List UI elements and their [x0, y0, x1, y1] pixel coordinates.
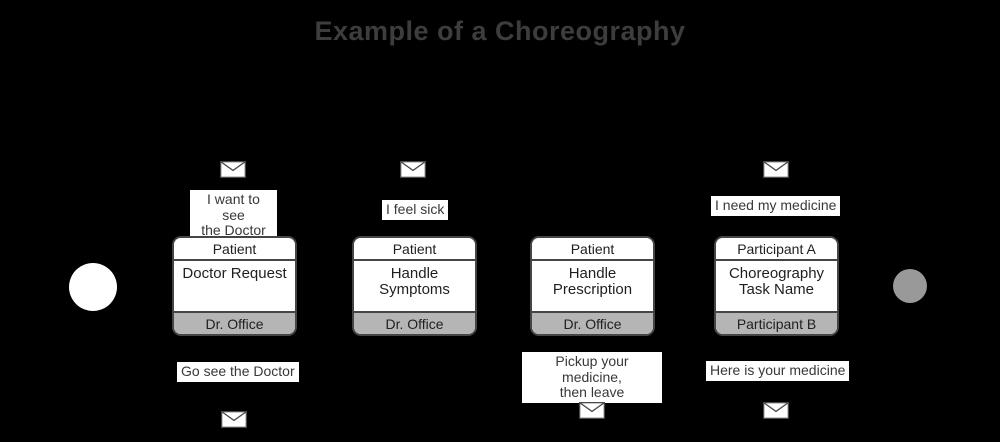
message-label: Pickup your medicine, then leave [522, 352, 662, 403]
message-envelope-icon [762, 401, 790, 419]
task-initiator-band: Patient [174, 238, 295, 261]
task-name: Doctor Request [182, 265, 287, 282]
task-handle-symptoms: Patient Handle Symptoms Dr. Office [352, 236, 477, 336]
task-doctor-request: Patient Doctor Request Dr. Office [172, 236, 297, 336]
message-label: I feel sick [382, 200, 449, 220]
message-envelope-icon [762, 160, 790, 178]
task-initiator-band: Patient [532, 238, 653, 261]
task-receiver-band: Participant B [716, 311, 837, 334]
message-envelope-icon [219, 160, 247, 178]
task-handle-prescription: Patient Handle Prescription Dr. Office [530, 236, 655, 336]
message-envelope-icon [399, 160, 427, 178]
task-name: Handle Symptoms [379, 265, 450, 298]
message-envelope-icon [220, 410, 248, 428]
message-label: I need my medicine [711, 196, 841, 216]
task-choreography-task-name: Participant A Choreography Task Name Par… [714, 236, 839, 336]
task-receiver-band: Dr. Office [532, 311, 653, 334]
task-receiver-band: Dr. Office [354, 311, 475, 334]
task-name: Handle Prescription [552, 265, 633, 298]
task-initiator-band: Patient [354, 238, 475, 261]
message-label: Go see the Doctor [177, 362, 299, 382]
task-initiator-band: Participant A [716, 238, 837, 261]
message-label: I want to see the Doctor [190, 190, 277, 241]
start-event-circle [69, 263, 117, 311]
diagram-title: Example of a Choreography [314, 16, 686, 46]
task-name: Choreography Task Name [728, 265, 825, 298]
message-label: Here is your medicine [706, 361, 850, 381]
task-receiver-band: Dr. Office [174, 311, 295, 334]
end-event-circle [893, 269, 927, 303]
message-envelope-icon [578, 401, 606, 419]
